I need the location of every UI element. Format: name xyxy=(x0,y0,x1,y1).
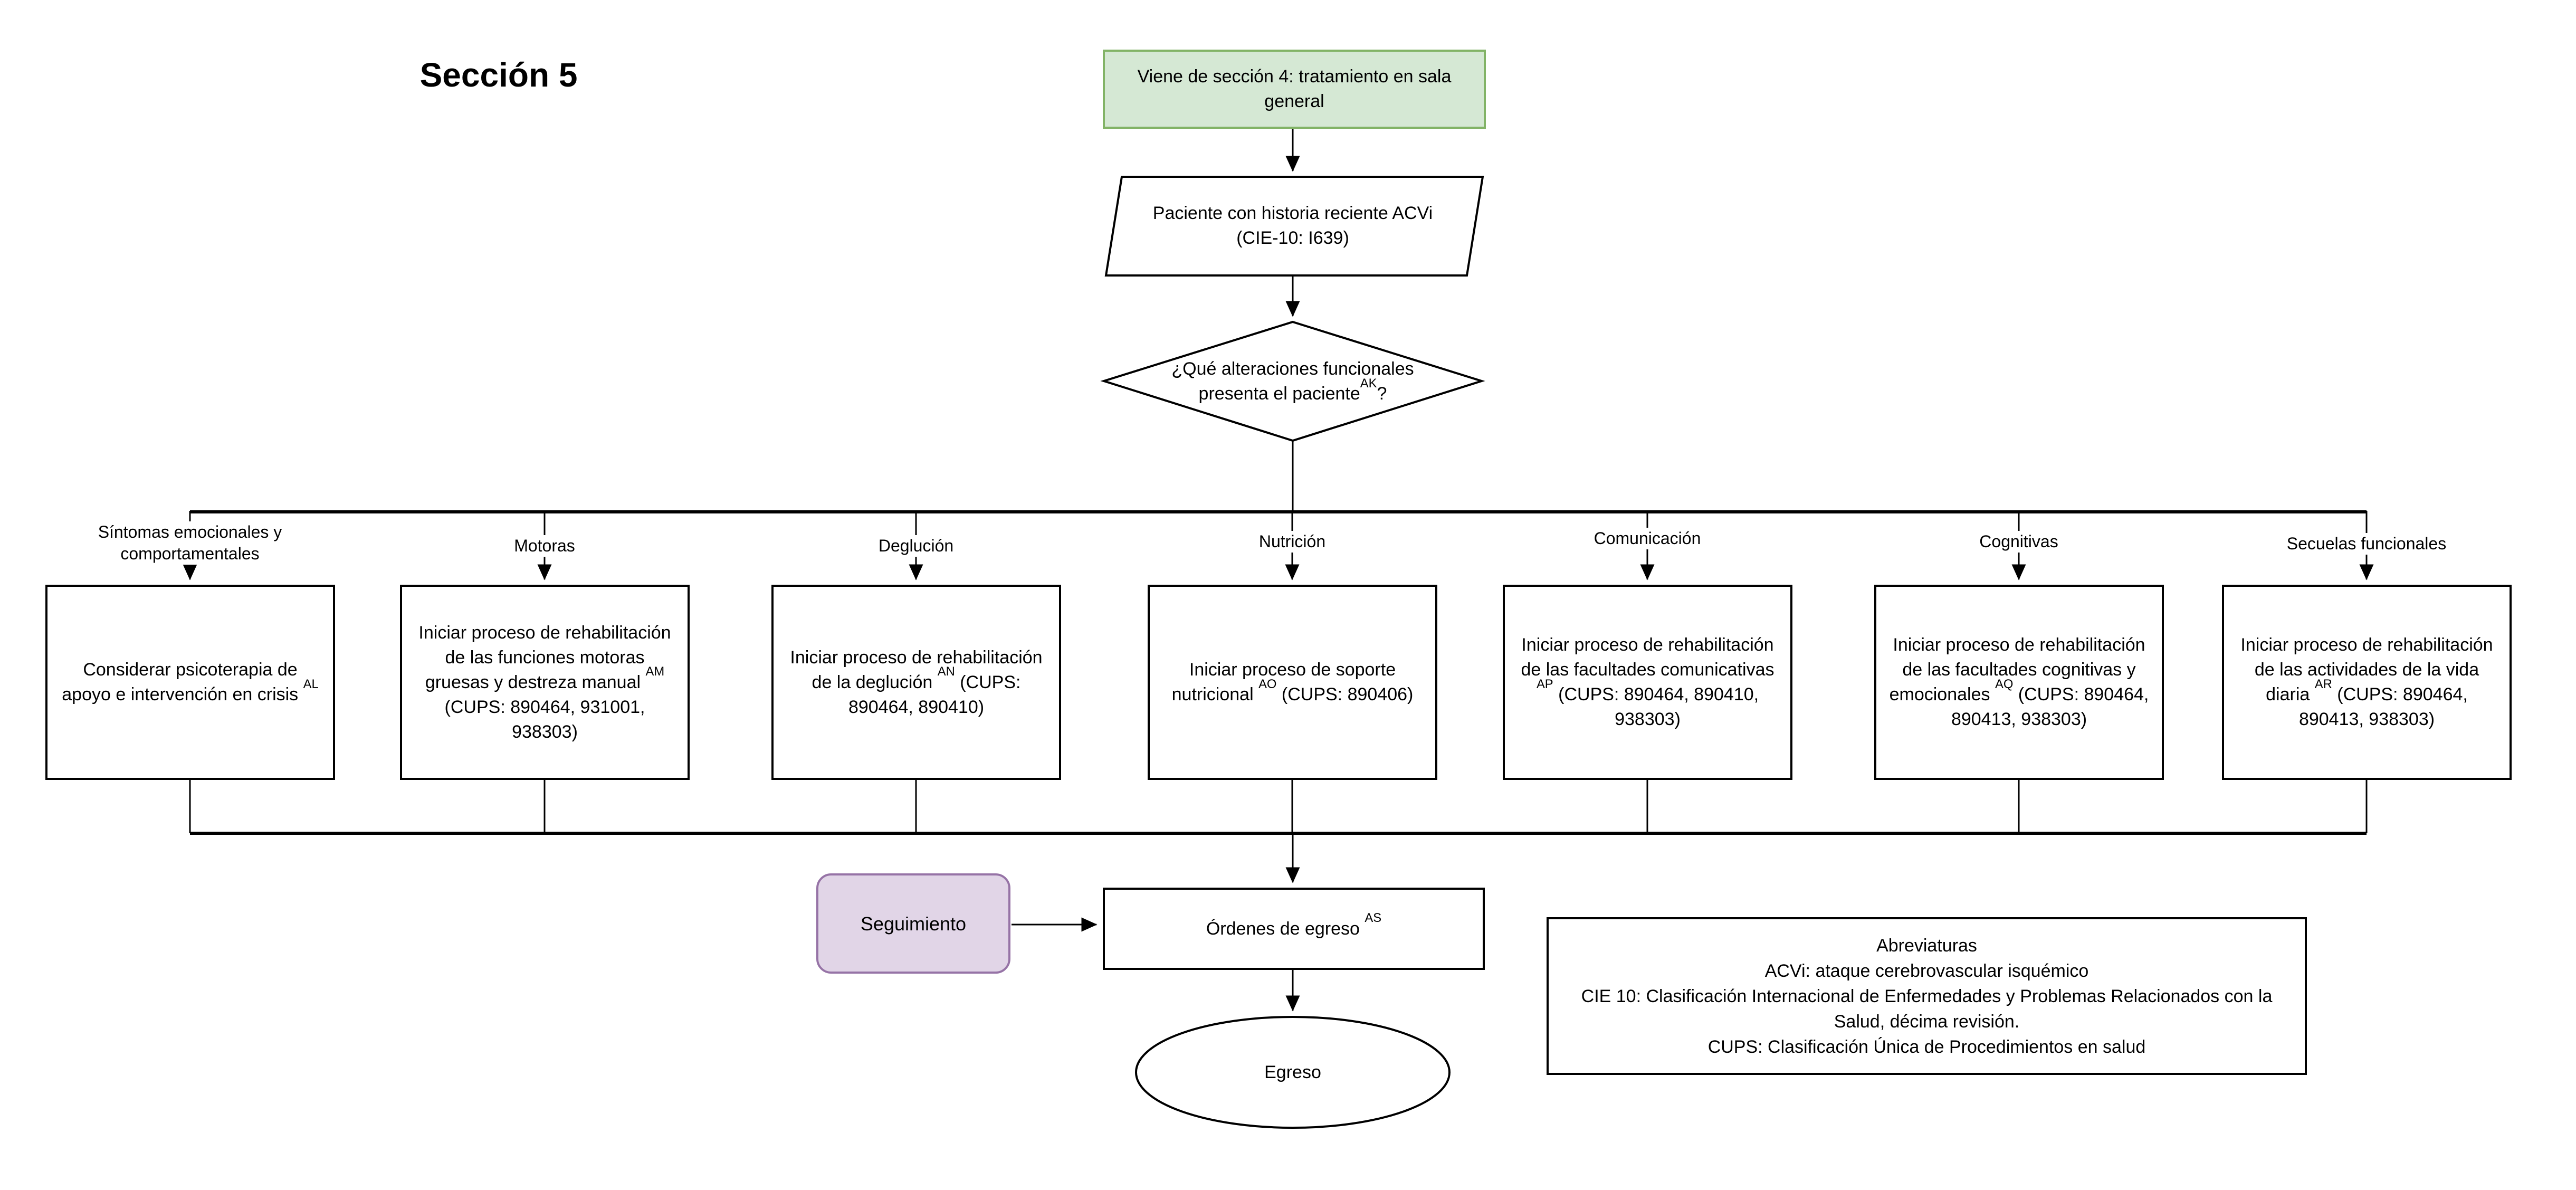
branch-label-comunicacion: Comunicación xyxy=(1534,528,1761,549)
egreso-ellipse-shape xyxy=(1135,1016,1451,1129)
discharge-orders-box: Órdenes de egreso AS xyxy=(1103,888,1485,970)
process-text: Considerar psicoterapia de apoyo e inter… xyxy=(60,658,320,707)
branch-label-secuelas: Secuelas funcionales xyxy=(2253,533,2480,555)
text-segment: Iniciar proceso de rehabilitación de la … xyxy=(790,647,1043,692)
branch-label-motoras: Motoras xyxy=(431,535,658,557)
text-segment: (CUPS: 890464, 890413, 938303) xyxy=(2298,684,2468,729)
text-segment: (CUPS: 890464, 890413, 938303) xyxy=(1951,684,2149,729)
start-node-text: Viene de sección 4: tratamiento en sala … xyxy=(1137,66,1452,111)
patient-node-text: Paciente con historia reciente ACVi (CIE… xyxy=(1134,179,1451,272)
text-segment: Iniciar proceso de rehabilitación de las… xyxy=(418,622,671,692)
text-segment: Órdenes de egreso xyxy=(1206,918,1365,939)
text-segment: (CUPS: 890464, 890410) xyxy=(848,672,1021,717)
decision-superscript: AK xyxy=(1360,376,1377,391)
start-node: Viene de sección 4: tratamiento en sala … xyxy=(1103,50,1486,129)
process-text: Iniciar proceso de rehabilitación de las… xyxy=(415,621,675,745)
text-segment: Iniciar proceso de rehabilitación de las… xyxy=(1521,635,1774,680)
branch-label-deglucion: Deglución xyxy=(803,535,1029,557)
text-segment: (CUPS: 890464, 931001, 938303) xyxy=(444,697,645,742)
process-box-deglucion: Iniciar proceso de rehabilitación de la … xyxy=(771,585,1061,780)
superscript: AP xyxy=(1536,677,1553,691)
process-box-nutricion: Iniciar proceso de soporte nutricional A… xyxy=(1148,585,1437,780)
text-segment: Considerar psicoterapia de apoyo e inter… xyxy=(62,660,303,705)
decision-text-post: ? xyxy=(1377,384,1387,404)
superscript: AN xyxy=(937,664,955,679)
patient-parallelogram-shape xyxy=(1104,176,1484,277)
process-box-vida-diaria: Iniciar proceso de rehabilitación de las… xyxy=(2222,585,2512,780)
text-segment: (CUPS: 890464, 890410, 938303) xyxy=(1553,684,1759,729)
superscript: AQ xyxy=(1995,677,2014,691)
abbreviation-cie10: CIE 10: Clasificación Internacional de E… xyxy=(1581,986,2273,1032)
egreso-node-text: Egreso xyxy=(1136,1022,1449,1122)
superscript: AR xyxy=(2314,677,2332,691)
patient-text: Paciente con historia reciente ACVi (CIE… xyxy=(1152,203,1433,248)
process-text: Iniciar proceso de soporte nutricional A… xyxy=(1162,658,1423,707)
text-segment: Iniciar proceso de rehabilitación de las… xyxy=(1889,635,2145,705)
branch-label-nutricion: Nutrición xyxy=(1179,531,1406,553)
branch-label-sintomas: Síntomas emocionales y comportamentales xyxy=(77,521,303,565)
seguimiento-node: Seguimiento xyxy=(816,873,1010,974)
decision-diamond-shape xyxy=(1100,320,1485,442)
discharge-orders-text: Órdenes de egreso AS xyxy=(1206,912,1381,941)
seguimiento-text: Seguimiento xyxy=(860,912,967,935)
text-segment: Iniciar proceso de soporte nutricional xyxy=(1171,660,1396,705)
decision-text: ¿Qué alteraciones funcionales presenta e… xyxy=(1150,357,1435,406)
decision-text-pre: ¿Qué alteraciones funcionales presenta e… xyxy=(1171,359,1414,404)
abbreviation-cups: CUPS: Clasificación Única de Procedimien… xyxy=(1707,1036,2146,1057)
text-segment: (CUPS: 890406) xyxy=(1276,684,1414,705)
superscript: AS xyxy=(1365,911,1382,926)
process-box-comunicacion: Iniciar proceso de rehabilitación de las… xyxy=(1503,585,1792,780)
process-text: Iniciar proceso de rehabilitación de las… xyxy=(1518,633,1778,732)
process-text: Iniciar proceso de rehabilitación de la … xyxy=(786,645,1046,720)
process-text: Iniciar proceso de rehabilitación de las… xyxy=(2237,633,2497,732)
abbreviation-acvi: ACVi: ataque cerebrovascular isquémico xyxy=(1764,960,2089,981)
text-segment: Iniciar proceso de rehabilitación de las… xyxy=(2240,635,2493,705)
process-text: Iniciar proceso de rehabilitación de las… xyxy=(1889,633,2149,732)
process-box-motoras: Iniciar proceso de rehabilitación de las… xyxy=(400,585,690,780)
superscript: AM xyxy=(645,664,665,679)
page-title: Sección 5 xyxy=(419,56,578,94)
decision-node-text: ¿Qué alteraciones funcionales presenta e… xyxy=(1145,334,1440,429)
superscript: AO xyxy=(1258,677,1277,691)
abbreviations-title: Abreviaturas xyxy=(1876,935,1977,956)
process-box-psicoterapia: Considerar psicoterapia de apoyo e inter… xyxy=(45,585,335,780)
process-box-cognitivas: Iniciar proceso de rehabilitación de las… xyxy=(1874,585,2164,780)
abbreviations-box: Abreviaturas ACVi: ataque cerebrovascula… xyxy=(1547,917,2307,1075)
superscript: AL xyxy=(303,677,319,691)
branch-label-cognitivas: Cognitivas xyxy=(1905,531,2132,553)
egreso-text: Egreso xyxy=(1264,1062,1321,1082)
